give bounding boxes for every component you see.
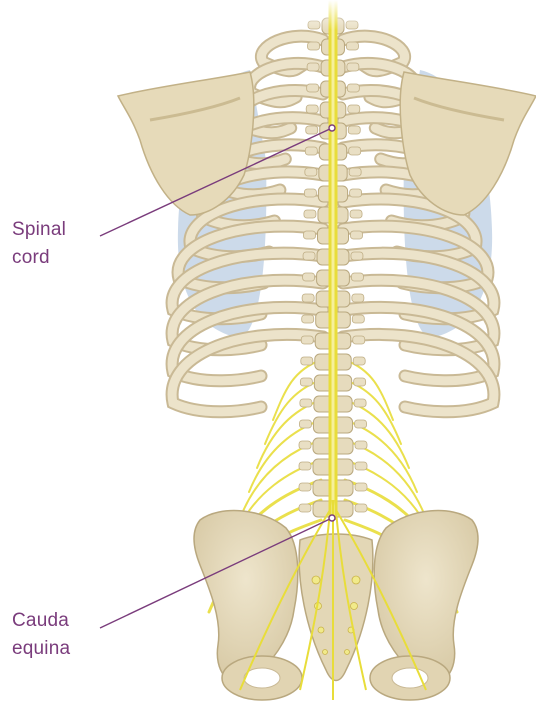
label-cauda-equina: Cauda equina	[12, 607, 70, 663]
nerve-root	[249, 420, 321, 492]
pointer-dot-spinal-cord	[329, 125, 335, 131]
vertebral-process	[303, 273, 315, 281]
vertebral-process	[307, 63, 319, 71]
vertebral-process	[350, 189, 362, 197]
label-cauda-equina-line1: Cauda	[12, 607, 70, 635]
vertebral-process	[355, 504, 367, 512]
label-spinal-cord-line2: cord	[12, 244, 66, 272]
vertebral-process	[308, 42, 320, 50]
vertebral-process	[352, 294, 364, 302]
vertebral-process	[351, 252, 363, 260]
vertebral-process	[304, 231, 316, 239]
label-spinal-cord-line1: Spinal	[12, 216, 66, 244]
vertebral-process	[347, 63, 359, 71]
nerve-root	[345, 420, 417, 492]
vertebral-process	[351, 273, 363, 281]
vertebral-process	[355, 420, 367, 428]
vertebral-process	[301, 357, 313, 365]
vertebral-process	[355, 441, 367, 449]
vertebral-process	[303, 252, 315, 260]
vertebral-process	[301, 336, 313, 344]
vertebral-process	[302, 315, 314, 323]
label-spinal-cord: Spinal cord	[12, 216, 66, 272]
vertebral-process	[306, 105, 318, 113]
vertebral-process	[299, 420, 311, 428]
vertebral-process	[305, 168, 317, 176]
vertebral-process	[355, 462, 367, 470]
vertebral-process	[353, 357, 365, 365]
vertebral-process	[349, 147, 361, 155]
vertebral-process	[307, 84, 319, 92]
vertebral-process	[347, 84, 359, 92]
vertebral-process	[348, 126, 360, 134]
vertebral-process	[354, 378, 366, 386]
vertebral-process	[300, 378, 312, 386]
vertebral-process	[353, 336, 365, 344]
pelvis	[194, 511, 478, 700]
vertebral-process	[306, 126, 318, 134]
vertebral-process	[304, 210, 316, 218]
vertebral-process	[348, 105, 360, 113]
label-cauda-equina-line2: equina	[12, 635, 70, 663]
nerve-root	[273, 360, 321, 420]
nerve-root	[345, 360, 393, 420]
vertebral-process	[299, 462, 311, 470]
vertebral-process	[302, 294, 314, 302]
vertebral-process	[351, 231, 363, 239]
vertebral-process	[300, 399, 312, 407]
pointer-dot-cauda-equina	[329, 515, 335, 521]
vertebral-process	[304, 189, 316, 197]
vertebral-process	[299, 441, 311, 449]
vertebral-process	[354, 399, 366, 407]
vertebral-process	[305, 147, 317, 155]
vertebral-process	[346, 42, 358, 50]
vertebral-process	[350, 210, 362, 218]
vertebral-process	[352, 315, 364, 323]
vertebral-process	[299, 504, 311, 512]
vertebral-process	[299, 483, 311, 491]
vertebral-process	[349, 168, 361, 176]
vertebral-process	[355, 483, 367, 491]
